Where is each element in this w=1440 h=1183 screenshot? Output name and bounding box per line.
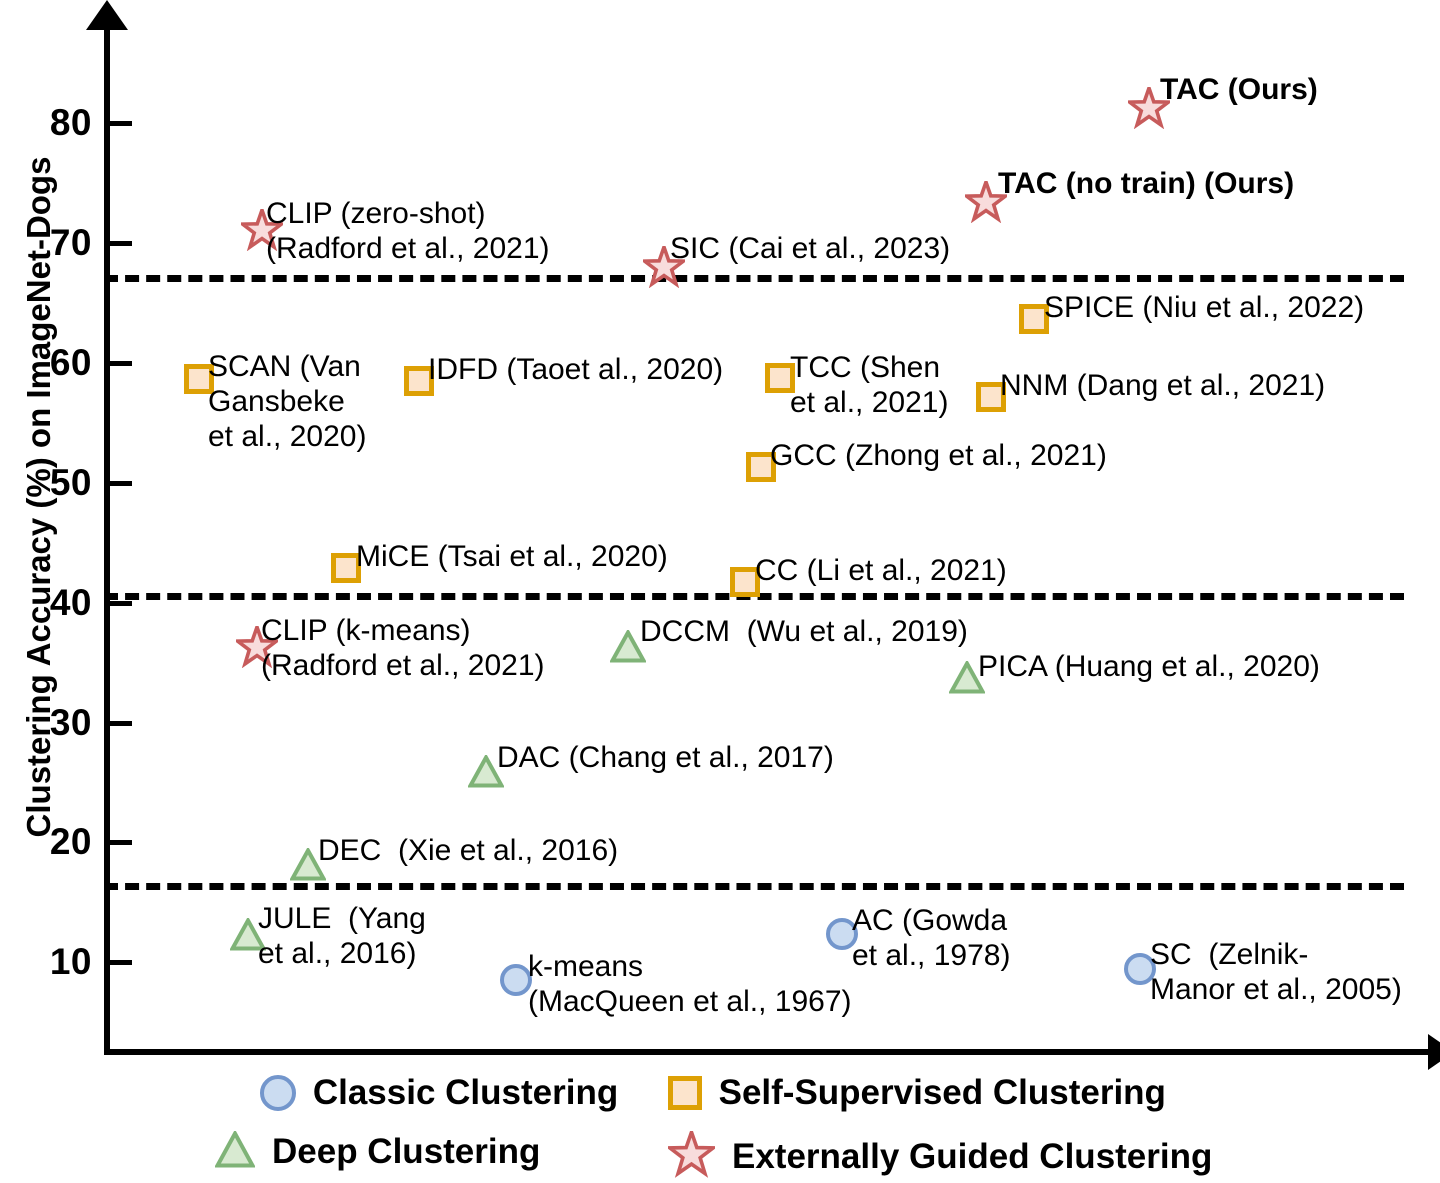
x-axis-line <box>104 1049 1434 1055</box>
y-tick-label-wrap-40: 40 <box>0 584 92 621</box>
star-marker-icon <box>664 1126 719 1183</box>
data-point-marker-pica <box>948 659 986 699</box>
data-point-marker-sc <box>1124 953 1156 985</box>
data-point-marker-dac <box>467 753 505 793</box>
x-axis-arrow-icon <box>1428 1034 1440 1070</box>
data-point-marker-idfd <box>404 366 434 396</box>
data-point-label-sc: SC (Zelnik- Manor et al., 2005) <box>1150 938 1402 1007</box>
legend-label: Externally Guided Clustering <box>732 1137 1213 1176</box>
legend-label: Classic Clustering <box>312 1073 619 1112</box>
data-point-marker-ac <box>826 918 858 950</box>
y-tick-label-40: 40 <box>49 581 92 623</box>
data-point-label-k-means: k-means (MacQueen et al., 1967) <box>528 950 852 1019</box>
y-tick-40 <box>110 600 132 606</box>
y-tick-80 <box>110 121 132 126</box>
data-point-label-cc: CC (Li et al., 2021) <box>755 554 1007 587</box>
data-point-marker-clip-k-means <box>232 621 282 673</box>
data-point-marker-jule <box>229 916 267 956</box>
reference-line-3 <box>104 883 1404 891</box>
y-tick-label-60: 60 <box>49 341 92 383</box>
data-point-marker-dccm <box>609 628 647 668</box>
data-point-marker-scan <box>184 364 214 394</box>
y-tick-label-30: 30 <box>49 701 92 743</box>
y-tick-label-wrap-80: 80 <box>0 104 92 141</box>
data-point-label-dec: DEC (Xie et al., 2016) <box>318 834 619 867</box>
data-point-label-nnm: NNM (Dang et al., 2021) <box>1000 369 1326 402</box>
circle-marker-icon <box>260 1075 296 1111</box>
data-point-marker-nnm <box>976 382 1006 412</box>
legend-label: Self-Supervised Clustering <box>718 1073 1166 1112</box>
y-axis-line <box>104 22 110 1054</box>
y-tick-label-50: 50 <box>49 461 92 503</box>
triangle-marker-icon <box>214 1129 256 1173</box>
data-point-label-dccm: DCCM (Wu et al., 2019) <box>640 615 968 648</box>
data-point-marker-sic <box>639 241 689 293</box>
data-point-label-clip-zero-shot: CLIP (zero-shot) (Radford et al., 2021) <box>266 197 550 266</box>
data-point-marker-cc <box>730 567 760 597</box>
y-tick-label-70: 70 <box>49 221 92 263</box>
data-point-marker-spice <box>1019 304 1049 334</box>
y-tick-label-wrap-30: 30 <box>0 704 92 741</box>
y-axis-arrow-icon <box>86 0 128 30</box>
data-point-marker-tac-no-train-ours <box>961 176 1011 228</box>
y-tick-label-wrap-20: 20 <box>0 823 92 860</box>
y-tick-label-80: 80 <box>49 102 92 143</box>
data-point-label-jule: JULE (Yang et al., 2016) <box>258 902 426 971</box>
data-point-label-tac-ours: TAC (Ours) <box>1160 73 1318 106</box>
data-point-label-mice: MiCE (Tsai et al., 2020) <box>356 540 668 573</box>
data-point-marker-tcc <box>765 363 795 393</box>
data-point-label-spice: SPICE (Niu et al., 2022) <box>1044 291 1365 324</box>
data-point-marker-dec <box>289 846 327 886</box>
data-point-label-pica: PICA (Huang et al., 2020) <box>978 650 1320 683</box>
data-point-marker-gcc <box>746 452 776 482</box>
data-point-label-gcc: GCC (Zhong et al., 2021) <box>770 439 1107 472</box>
legend-item-externally-guided-clustering[interactable]: Externally Guided Clustering <box>664 1126 1213 1183</box>
data-point-label-sic: SIC (Cai et al., 2023) <box>670 232 951 265</box>
y-tick-20 <box>110 840 132 846</box>
data-point-marker-mice <box>331 553 361 583</box>
data-point-marker-k-means <box>500 964 532 996</box>
data-point-label-tac-no-train-ours: TAC (no train) (Ours) <box>998 167 1295 200</box>
data-point-marker-clip-zero-shot <box>237 204 287 256</box>
legend-item-self-supervised-clustering[interactable]: Self-Supervised Clustering <box>668 1073 1166 1113</box>
y-tick-label-20: 20 <box>49 821 92 863</box>
data-point-label-tcc: TCC (Shen et al., 2021) <box>790 351 949 420</box>
legend-label: Deep Clustering <box>272 1132 541 1171</box>
y-tick-label-wrap-50: 50 <box>0 464 92 501</box>
data-point-label-clip-k-means: CLIP (k-means) (Radford et al., 2021) <box>261 614 545 683</box>
legend-item-deep-clustering[interactable]: Deep Clustering <box>214 1129 541 1173</box>
data-point-label-scan: SCAN (Van Gansbeke et al., 2020) <box>208 350 367 454</box>
data-point-label-ac: AC (Gowda et al., 1978) <box>852 904 1011 973</box>
chart-legend: Classic Clustering Self-Supervised Cluste… <box>0 1073 1440 1178</box>
legend-item-classic-clustering[interactable]: Classic Clustering <box>260 1073 618 1113</box>
data-point-marker-tac-ours <box>1124 82 1174 134</box>
y-tick-label-wrap-70: 70 <box>0 224 92 261</box>
y-tick-label-wrap-60: 60 <box>0 344 92 381</box>
y-tick-10 <box>110 960 132 966</box>
y-tick-label-10: 10 <box>49 941 92 983</box>
y-tick-50 <box>110 480 132 486</box>
data-point-label-dac: DAC (Chang et al., 2017) <box>497 741 834 774</box>
reference-line-1 <box>104 275 1404 283</box>
y-tick-70 <box>110 240 132 246</box>
y-tick-60 <box>110 360 132 366</box>
data-point-label-idfd: IDFD (Taoet al., 2020) <box>428 353 724 386</box>
y-tick-label-wrap-10: 10 <box>0 943 92 980</box>
square-marker-icon <box>668 1076 702 1110</box>
y-tick-30 <box>110 720 132 726</box>
